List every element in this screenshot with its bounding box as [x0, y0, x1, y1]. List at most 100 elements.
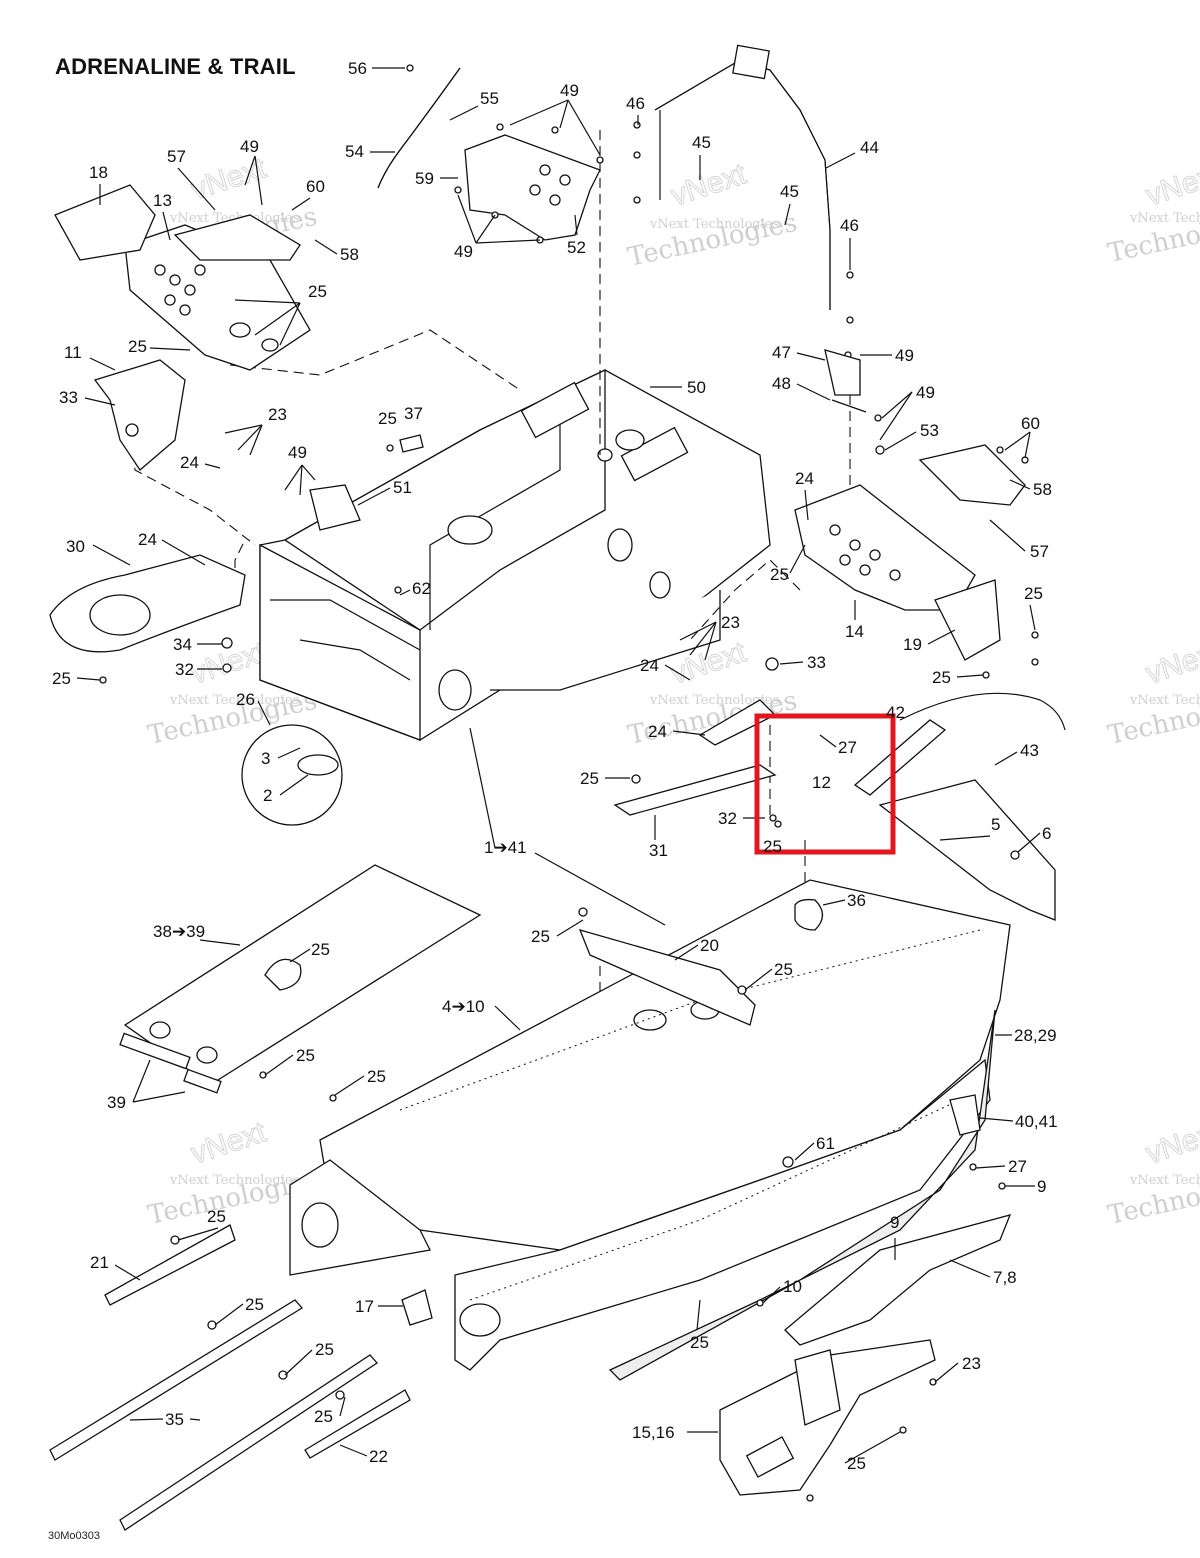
watermark-text: vNext Technologies [649, 693, 779, 708]
callout-label: 25 [847, 1454, 866, 1473]
callout-label: 4➔10 [442, 997, 485, 1016]
slide-rails [49, 1224, 411, 1531]
callout-label: 20 [700, 936, 719, 955]
callout-label: 54 [345, 142, 364, 161]
callout-label: 33 [59, 388, 78, 407]
callout-label: 25 [308, 282, 327, 301]
watermark-text: vNext [1142, 157, 1200, 212]
callout-label: 32 [175, 660, 194, 679]
belly-plate [49, 554, 246, 653]
steering-column-support [654, 44, 831, 310]
callout-label: 11 [64, 343, 82, 362]
callout-label: 23 [721, 613, 740, 632]
seat-base-plate [119, 864, 482, 1094]
callout-label: 6 [1042, 824, 1051, 843]
steering-bracket [464, 134, 601, 241]
watermark-text: vNext [1142, 1115, 1200, 1170]
callout-label: 13 [153, 191, 172, 210]
watermark-text: vNext Technologies [169, 1173, 299, 1188]
callout-label: 49 [454, 242, 473, 261]
callout-label: 24 [795, 469, 814, 488]
callout-label: 57 [1030, 542, 1049, 561]
callout-label: 45 [692, 133, 711, 152]
callout-label: 39 [107, 1093, 126, 1112]
callout-label: 25 [763, 837, 782, 856]
frame-assembly [259, 368, 771, 741]
callout-label: 9 [1037, 1177, 1046, 1196]
callout-label: 27 [838, 738, 857, 757]
callout-label: 48 [772, 374, 791, 393]
callout-label: 25 [311, 940, 330, 959]
upper-shock-mount [93, 359, 186, 471]
callout-label: 60 [306, 177, 325, 196]
callout-label: 2 [263, 786, 272, 805]
callout-label: 25 [245, 1295, 264, 1314]
callout-label: 25 [296, 1046, 315, 1065]
cable-harness [377, 67, 461, 189]
leader-lines [76, 67, 1041, 1464]
callout-label: 56 [348, 59, 367, 78]
callout-label: 25 [690, 1333, 709, 1352]
callout-label: 49 [916, 383, 935, 402]
callout-label: 25 [774, 960, 793, 979]
callout-label: 25 [367, 1067, 386, 1086]
callout-label: 27 [1008, 1157, 1027, 1176]
callout-label: 46 [840, 216, 859, 235]
highlight-box [754, 713, 896, 855]
callout-label: 18 [89, 163, 108, 182]
callout-label: 14 [845, 622, 864, 641]
watermark-text: vNext [187, 1115, 271, 1170]
callout-label: 23 [268, 405, 287, 424]
rear-bumper [719, 1339, 936, 1496]
callout-label: 25 [315, 1340, 334, 1359]
callout-label: 45 [780, 182, 799, 201]
callout-label: 10 [783, 1277, 802, 1296]
callout-label: 38➔39 [153, 922, 205, 941]
callout-label: 5 [991, 815, 1000, 834]
callout-label: 12 [812, 773, 831, 792]
callout-label: 25 [314, 1407, 333, 1426]
callout-label: 34 [173, 635, 192, 654]
callout-label: 37 [404, 404, 423, 423]
callout-label: 36 [847, 891, 866, 910]
callout-label: 1➔41 [484, 838, 527, 857]
callout-label: 23 [962, 1354, 981, 1373]
callout-label: 25 [378, 409, 397, 428]
callout-label: 28,29 [1014, 1026, 1057, 1045]
fasteners [99, 64, 1039, 1502]
callout-label: 7,8 [993, 1268, 1017, 1287]
callout-label: 57 [167, 147, 186, 166]
callout-label: 58 [1033, 480, 1052, 499]
callout-label: 24 [640, 656, 659, 675]
callout-label: 9 [890, 1213, 899, 1232]
watermark-text: vNext Technologies [1129, 1173, 1200, 1188]
side-protector [608, 1009, 1012, 1381]
callout-label: 60 [1021, 414, 1040, 433]
callout-label: 25 [207, 1207, 226, 1226]
callout-label: 24 [180, 453, 199, 472]
callout-label: 42 [886, 703, 905, 722]
callout-label: 46 [626, 94, 645, 113]
callout-label: 52 [567, 238, 586, 257]
callout-label: 49 [895, 346, 914, 365]
callout-label: 25 [531, 927, 550, 946]
watermark-text: vNext Technologies [169, 693, 299, 708]
running-board-assembly [578, 692, 1066, 1026]
detail-inset [241, 724, 343, 826]
watermark-text: vNext Technologies [1129, 693, 1200, 708]
watermark-text: vNext Technologies [649, 217, 779, 232]
callout-label: 61 [816, 1134, 835, 1153]
diagram-title: ADRENALINE & TRAIL [55, 54, 296, 79]
callout-label: 49 [560, 81, 579, 100]
callout-label: 19 [903, 635, 922, 654]
callout-label: 25 [1024, 584, 1043, 603]
callout-label: 26 [236, 690, 255, 709]
watermark-text: vNext Technologies [1129, 211, 1200, 226]
callout-label: 62 [412, 579, 431, 598]
callout-label: 24 [138, 530, 157, 549]
callout-label: 17 [355, 1297, 374, 1316]
callout-label: 24 [648, 722, 667, 741]
callout-label: 53 [920, 421, 939, 440]
